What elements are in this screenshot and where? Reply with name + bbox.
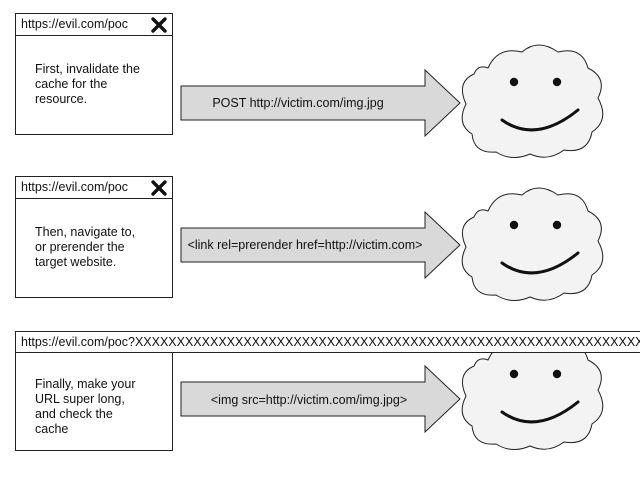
browser-window-step-1: https://evil.com/poc First, invalidate t… [15, 13, 173, 135]
instruction-text-step-2: Then, navigate to, or prerender the targ… [35, 225, 136, 269]
instruction-text-step-3: Finally, make your URL super long, and c… [35, 377, 136, 436]
browser-window-step-2: https://evil.com/poc Then, navigate to, … [15, 176, 173, 298]
request-arrow-step-2 [180, 211, 461, 279]
smiling-cloud-icon [461, 187, 604, 301]
smiling-cloud-icon [461, 44, 604, 158]
url-text-step-3: https://evil.com/poc?XXXXXXXXXXXXXXXXXXX… [21, 335, 640, 349]
address-bar-step-3[interactable]: https://evil.com/poc?XXXXXXXXXXXXXXXXXXX… [15, 331, 640, 353]
request-arrow-step-3 [180, 365, 461, 433]
url-text-step-2: https://evil.com/poc [21, 180, 128, 194]
address-bar-step-2[interactable]: https://evil.com/poc [16, 177, 172, 199]
address-bar-step-1[interactable]: https://evil.com/poc [16, 14, 172, 36]
arrow-label-step-2: <link rel=prerender href=http://victim.c… [187, 238, 423, 252]
url-text-step-1: https://evil.com/poc [21, 17, 128, 31]
instruction-text-step-1: First, invalidate the cache for the reso… [35, 62, 140, 106]
close-icon[interactable] [150, 179, 168, 197]
browser-window-step-3: Finally, make your URL super long, and c… [15, 352, 173, 451]
request-arrow-step-1 [180, 69, 461, 137]
arrow-label-step-1: POST http://victim.com/img.jpg [212, 96, 384, 110]
close-icon[interactable] [150, 16, 168, 34]
arrow-label-step-3: <img src=http://victim.com/img.jpg> [210, 393, 408, 407]
smiling-cloud-icon [461, 336, 604, 450]
